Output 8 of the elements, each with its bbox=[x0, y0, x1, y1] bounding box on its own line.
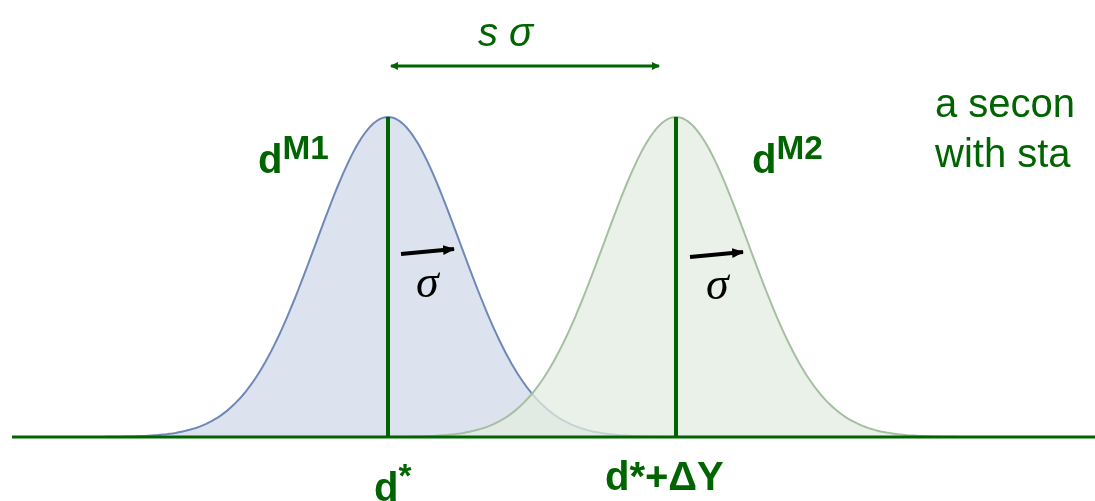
dimension-label: s σ bbox=[478, 9, 534, 56]
note-text: a secon with sta bbox=[935, 80, 1077, 177]
axis-label: d$^{*}$ bbox=[374, 456, 412, 501]
sigma-symbol: σ bbox=[416, 258, 439, 306]
sigma-symbol: σ bbox=[706, 260, 729, 308]
axis-label: d*+ΔY bbox=[605, 453, 724, 500]
curve-label: d$^{M1}$ bbox=[258, 128, 329, 184]
curve-label: d$^{M2}$ bbox=[752, 128, 823, 184]
